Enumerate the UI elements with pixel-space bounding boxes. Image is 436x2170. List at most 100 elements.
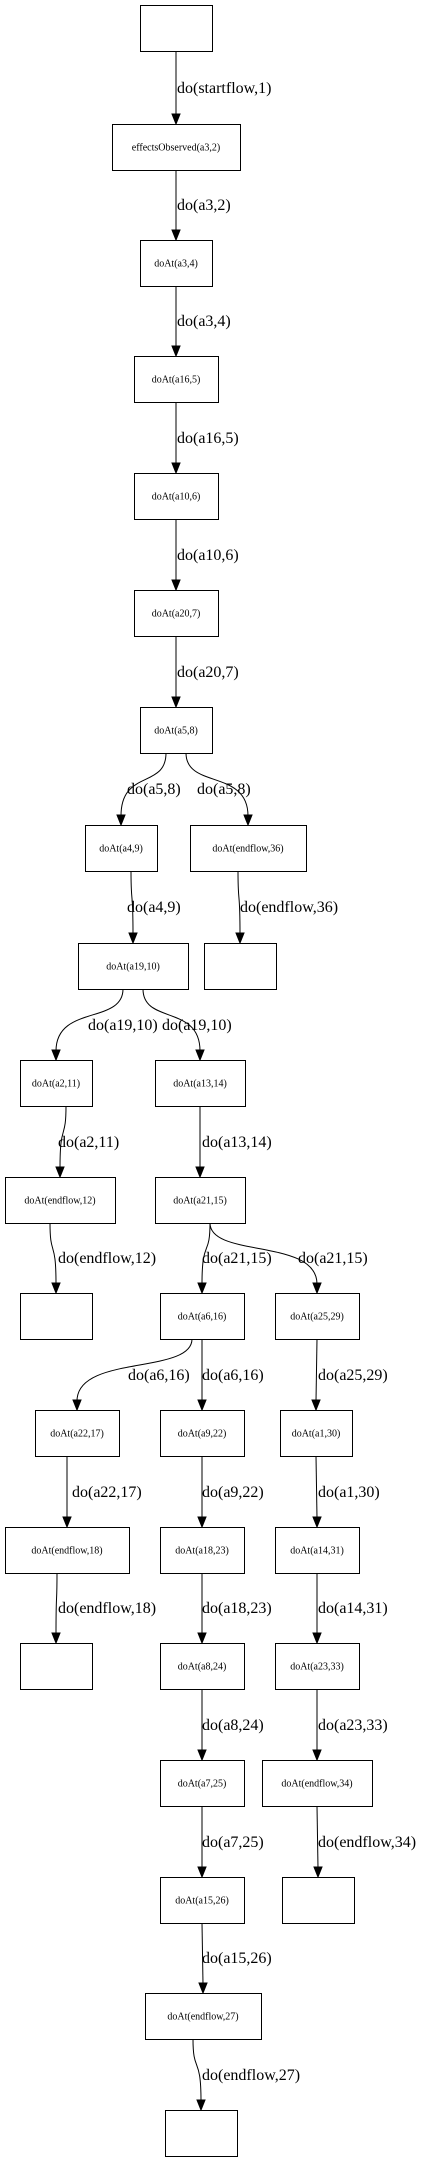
nodes-layer: effectsObserved(a3,2)doAt(a3,4)doAt(a16,… [5, 5, 373, 2157]
arrowhead-icon [171, 696, 181, 709]
node-box [155, 1060, 246, 1107]
node-box [20, 1643, 93, 1690]
edge: do(a5,8) [116, 752, 181, 827]
arrowhead-icon [312, 1632, 322, 1645]
edge: do(a21,15) [209, 1222, 368, 1295]
node-box [134, 356, 219, 403]
arrowhead-icon [116, 814, 126, 827]
flow-node: doAt(a9,22) [160, 1410, 245, 1457]
arrowhead-icon [55, 1166, 65, 1179]
arrowhead-icon [197, 1749, 207, 1762]
edge-label: do(a21,15) [202, 1250, 272, 1267]
node-box [160, 1293, 245, 1340]
node-label: doAt(a18,23) [175, 1546, 229, 1557]
arrowhead-icon [312, 1749, 322, 1762]
arrowhead-icon [171, 462, 181, 475]
node-box [78, 943, 189, 990]
arrowhead-icon [51, 1049, 61, 1062]
edge: do(a2,11) [55, 1105, 119, 1179]
arrowhead-icon [51, 1282, 61, 1295]
flow-node: doAt(a4,9) [85, 825, 158, 872]
node-box [160, 1410, 245, 1457]
arrowhead-icon [195, 1166, 205, 1179]
node-box [165, 2110, 238, 2157]
node-label: doAt(a4,9) [99, 844, 143, 855]
node-box [160, 1760, 245, 1807]
edge-line [237, 870, 241, 935]
edge-label: do(startflow,1) [177, 80, 272, 97]
edge-label: do(a7,25) [202, 1834, 264, 1851]
flow-node: doAt(a15,26) [160, 1877, 245, 1924]
flow-node: doAt(a1,30) [280, 1410, 353, 1457]
arrowhead-icon [197, 1866, 207, 1879]
node-label: doAt(a1,30) [292, 1429, 341, 1440]
node-box [5, 1527, 130, 1574]
node-box [5, 1177, 116, 1224]
node-box [275, 1643, 360, 1690]
arrowhead-icon [196, 2099, 206, 2112]
edge-line [120, 752, 167, 817]
node-label: effectsObserved(a3,2) [132, 143, 220, 154]
node-label: doAt(a13,14) [173, 1079, 227, 1090]
node-box [112, 124, 241, 171]
edge-line [55, 1572, 58, 1635]
arrowhead-icon [197, 1516, 207, 1529]
node-label: doAt(a19,10) [106, 962, 160, 973]
edge: do(a19,10) [51, 988, 158, 1062]
terminal-node [282, 1877, 355, 1924]
flow-node: doAt(a23,33) [275, 1643, 360, 1690]
edge-line [59, 1105, 67, 1169]
edge-line [316, 1805, 319, 1869]
flow-node: doAt(a5,8) [140, 707, 213, 754]
edge-line [192, 2038, 202, 2102]
flow-node: doAt(endflow,12) [5, 1177, 116, 1224]
edge: do(a5,8) [185, 752, 253, 827]
flow-node: doAt(a2,11) [20, 1060, 93, 1107]
arrowhead-icon [171, 579, 181, 592]
edge-label: do(a6,16) [202, 1367, 264, 1384]
edge: do(a9,22) [197, 1456, 264, 1529]
edge-line [55, 988, 124, 1052]
edge-label: do(a18,23) [202, 1600, 272, 1617]
flow-node: doAt(a10,6) [134, 473, 219, 520]
edge: do(a25,29) [311, 1338, 388, 1412]
node-label: doAt(a10,6) [152, 492, 201, 503]
edge-line [185, 752, 249, 817]
edge: do(a8,24) [197, 1689, 264, 1762]
flow-node: doAt(a14,31) [275, 1527, 360, 1574]
node-box [275, 1293, 360, 1340]
arrowhead-icon [72, 1399, 82, 1412]
node-label: doAt(a20,7) [152, 609, 201, 620]
edge-label: do(a13,14) [202, 1134, 272, 1151]
flow-node: doAt(a21,15) [155, 1177, 246, 1224]
terminal-node [165, 2110, 238, 2157]
edge-label: do(endflow,18) [58, 1600, 156, 1617]
node-label: doAt(a6,16) [178, 1312, 227, 1323]
node-label: doAt(a16,5) [152, 375, 201, 386]
edge: do(a1,30) [312, 1455, 380, 1529]
node-label: doAt(endflow,18) [31, 1546, 102, 1557]
flow-node: doAt(endflow,18) [5, 1527, 130, 1574]
edge: do(a20,7) [171, 636, 239, 709]
node-label: doAt(a9,22) [178, 1429, 227, 1440]
terminal-node [140, 5, 213, 52]
edge: do(a16,5) [171, 402, 239, 475]
edge: do(endflow,34) [313, 1805, 416, 1879]
arrowhead-icon [195, 1049, 205, 1062]
arrowhead-icon [243, 814, 253, 827]
node-box [35, 1410, 120, 1457]
edge-label: do(a15,26) [202, 1950, 272, 1967]
edge: do(a3,4) [171, 286, 231, 358]
flow-node: doAt(a6,16) [160, 1293, 245, 1340]
edge: do(a10,6) [171, 519, 239, 592]
flow-node: doAt(endflow,36) [190, 825, 307, 872]
node-label: doAt(a5,8) [154, 726, 198, 737]
node-box [204, 943, 277, 990]
edge-label: do(a3,2) [177, 197, 231, 214]
node-box [160, 1643, 245, 1690]
edge-label: do(endflow,12) [58, 1250, 156, 1267]
edge-label: do(a21,15) [298, 1250, 368, 1267]
flow-node: doAt(a18,23) [160, 1527, 245, 1574]
arrowhead-icon [128, 932, 138, 945]
